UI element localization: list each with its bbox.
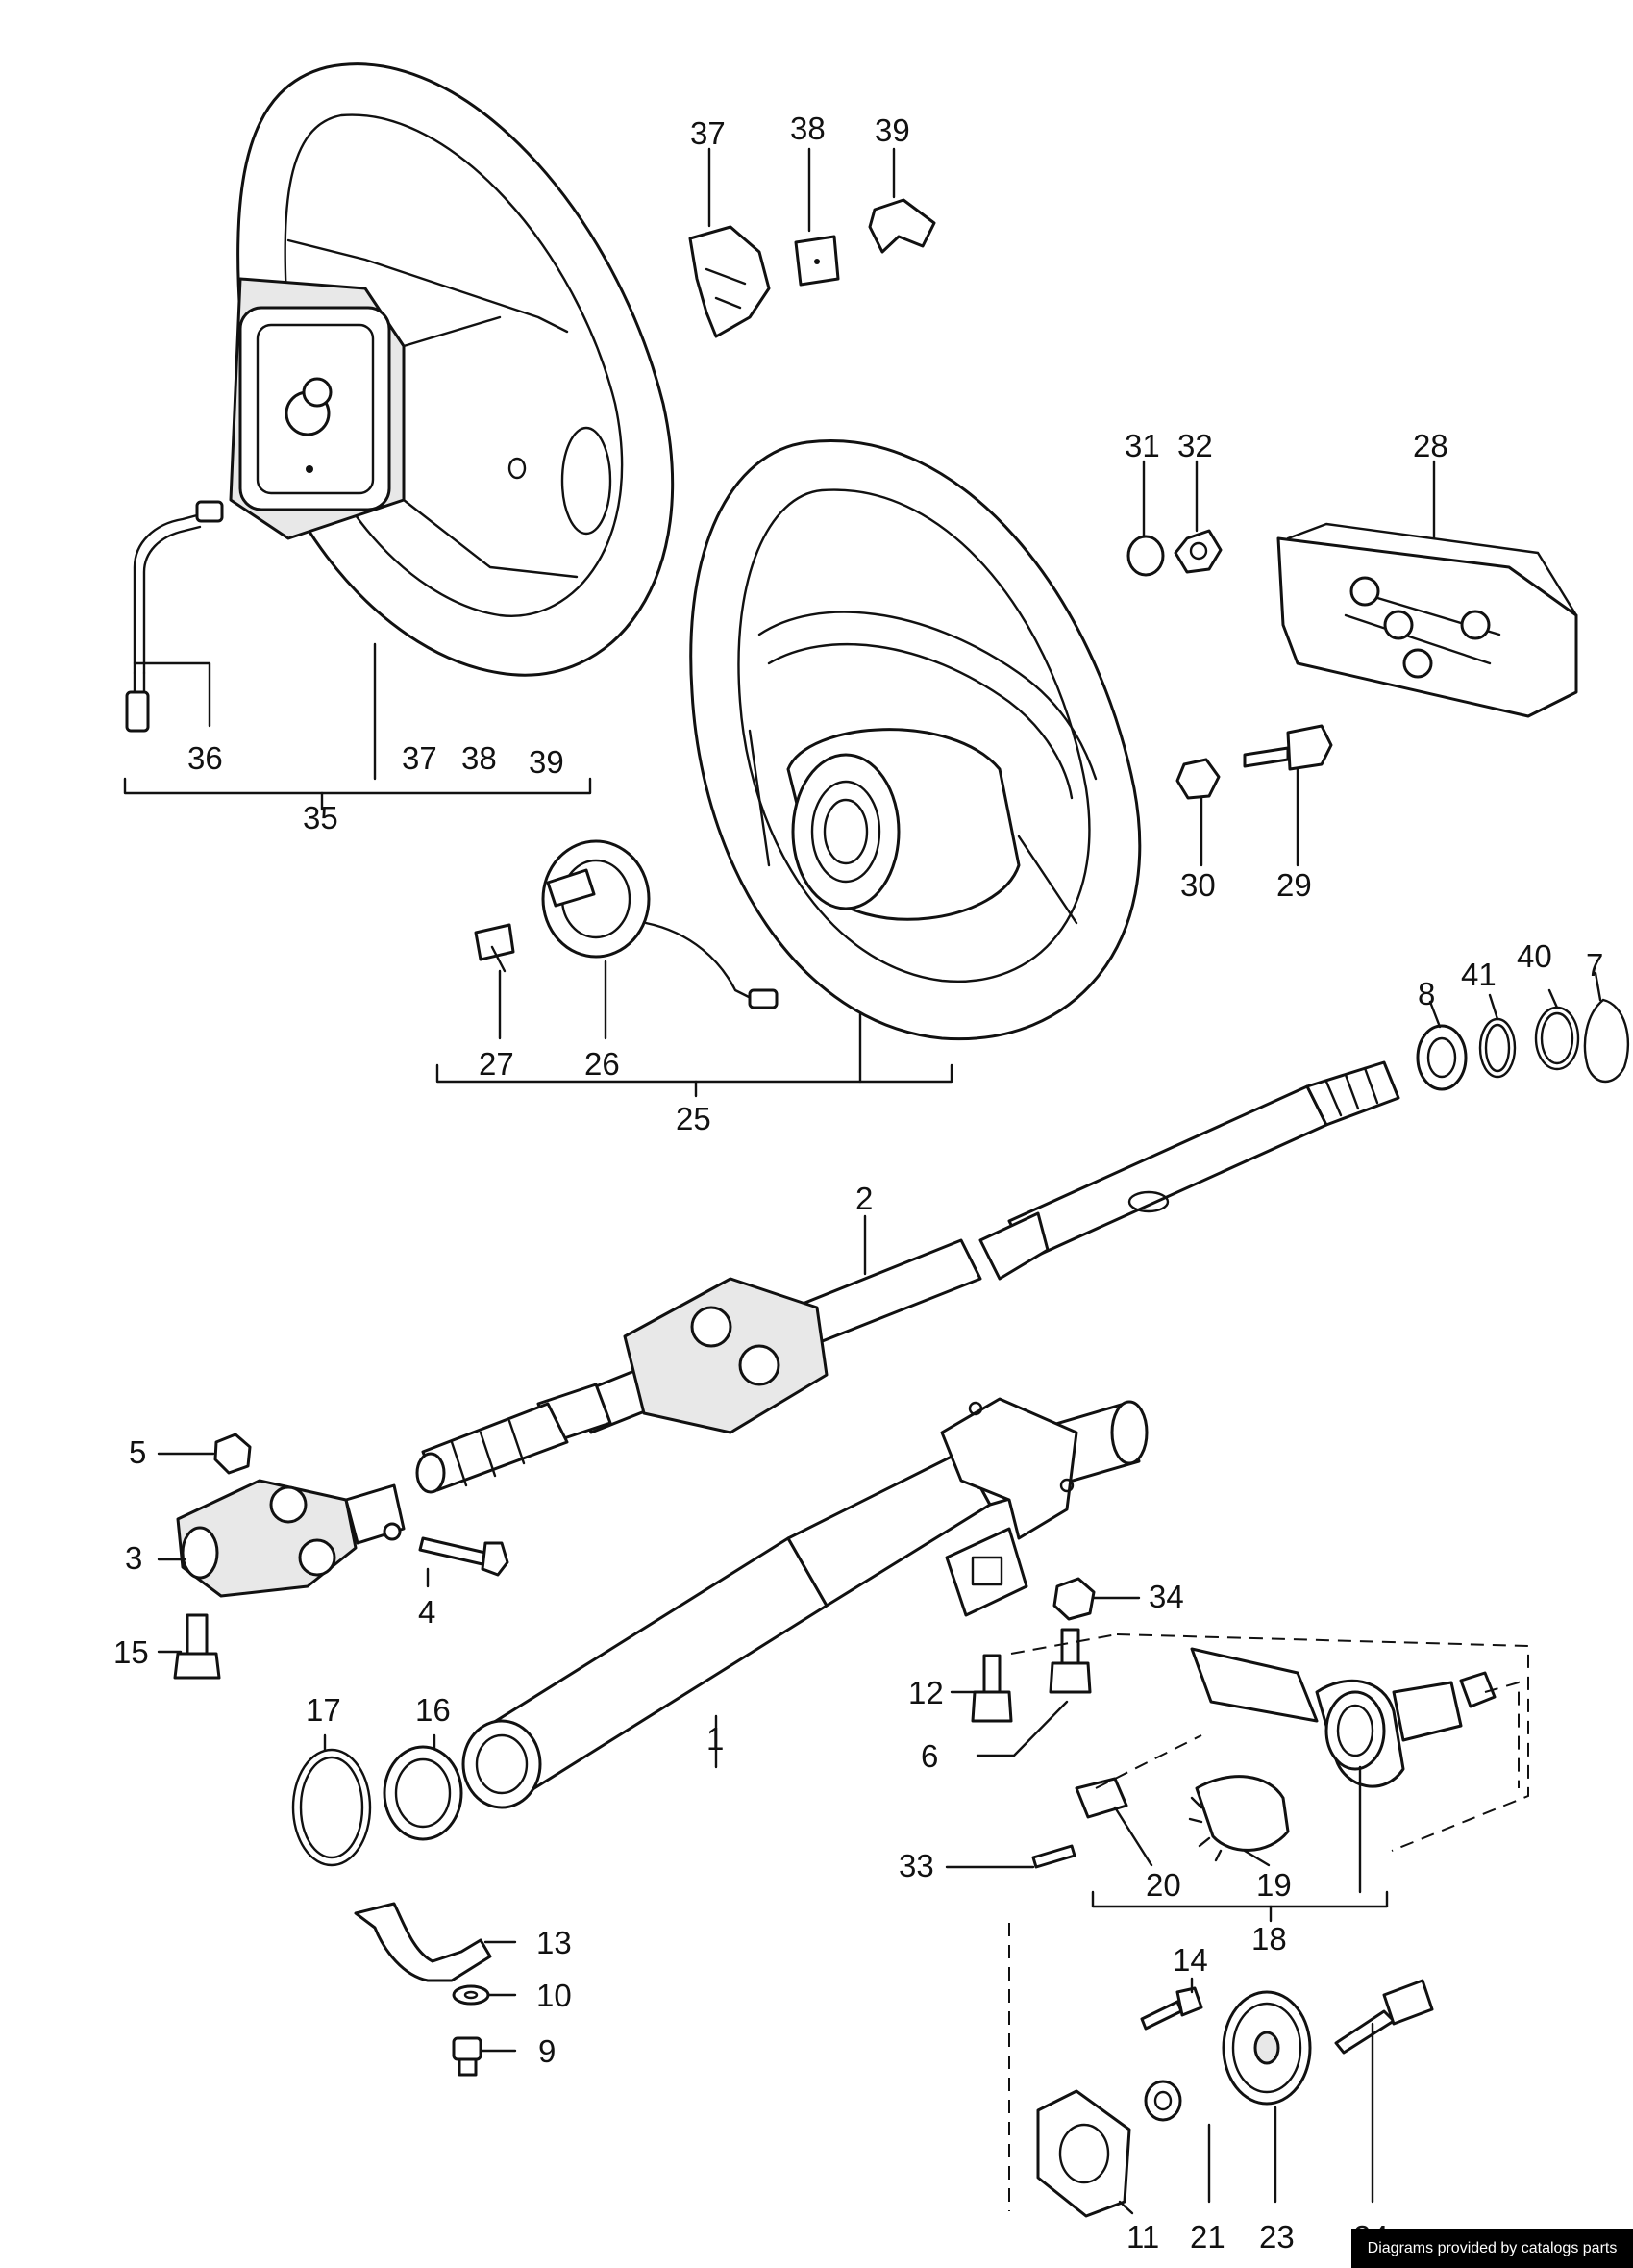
rings-17-16-drawing (291, 1745, 463, 1867)
callout-38-top: 38 (790, 111, 826, 146)
callout-9: 9 (538, 2033, 556, 2069)
callout-35: 35 (303, 800, 338, 835)
universal-joint-3-drawing (176, 1479, 406, 1598)
bolt-15-drawing (173, 1613, 221, 1680)
screw-27-drawing (474, 923, 515, 973)
callout-5: 5 (129, 1434, 146, 1470)
steering-wheel-25-drawing (689, 439, 1142, 1041)
callout-39-group: 39 (529, 744, 564, 780)
callout-38-group: 38 (461, 740, 497, 776)
steering-wheel-35-drawing (229, 62, 675, 677)
callout-11: 11 (1126, 2219, 1159, 2255)
plate-11-drawing (1036, 2089, 1131, 2218)
callout-13: 13 (536, 1925, 572, 1960)
callout-41: 41 (1461, 957, 1497, 992)
callout-12: 12 (908, 1675, 944, 1710)
leader-lines (123, 147, 1602, 2215)
nut-5-drawing (213, 1433, 252, 1475)
horn-pad-28-drawing (1276, 522, 1578, 718)
callout-19: 19 (1256, 1867, 1292, 1903)
callout-21: 21 (1190, 2219, 1225, 2255)
callout-31: 31 (1125, 428, 1160, 463)
nut-34-drawing (1052, 1577, 1096, 1621)
callout-29: 29 (1276, 867, 1312, 903)
callout-3: 3 (125, 1540, 142, 1576)
cap-23-drawing (1222, 1990, 1312, 2106)
bolt-6-drawing (1049, 1628, 1092, 1694)
callout-36: 36 (187, 740, 223, 776)
callout-7: 7 (1586, 947, 1603, 983)
washer-10-drawing (452, 1984, 490, 2006)
callout-26: 26 (584, 1046, 620, 1082)
callout-2: 2 (855, 1181, 873, 1216)
screw-14-drawing (1140, 1986, 1203, 2031)
callout-37-group: 37 (402, 740, 437, 776)
horn-wire-36-drawing (125, 500, 224, 733)
callout-14: 14 (1173, 1942, 1208, 1978)
callout-34: 34 (1149, 1579, 1184, 1614)
steering-shaft-2-drawing (415, 1060, 1400, 1494)
callout-1: 1 (706, 1721, 724, 1757)
callout-33: 33 (899, 1848, 934, 1883)
rings-8-41-40-7-drawing (1416, 998, 1630, 1091)
callout-17: 17 (306, 1692, 341, 1728)
callout-8: 8 (1418, 976, 1435, 1011)
callout-32: 32 (1177, 428, 1213, 463)
steering-lock-18-drawing (1031, 1647, 1497, 1869)
callout-27: 27 (479, 1046, 514, 1082)
callout-18: 18 (1251, 1921, 1287, 1956)
washer-21-drawing (1144, 2080, 1182, 2122)
callout-15: 15 (113, 1634, 149, 1670)
column-tube-1-drawing (461, 1397, 1149, 1809)
callout-30: 30 (1180, 867, 1216, 903)
contact-ring-26-drawing (541, 839, 779, 1009)
bolt-4-drawing (383, 1522, 509, 1577)
parts-37-38-39-drawing (688, 198, 936, 338)
clamp-13-drawing (354, 1902, 492, 1982)
screw-9-drawing (452, 2036, 482, 2077)
dashed-frames (1008, 1633, 1529, 2211)
callout-20: 20 (1146, 1867, 1181, 1903)
bolt-12-drawing (971, 1654, 1013, 1723)
callout-25: 25 (676, 1101, 711, 1136)
callout-6: 6 (921, 1738, 938, 1774)
callout-numbers: 1 2 3 4 5 6 7 8 9 10 11 12 13 14 15 16 1… (113, 111, 1603, 2255)
callout-40: 40 (1517, 938, 1552, 974)
callout-23: 23 (1259, 2219, 1295, 2255)
nuts-31-32-drawing (1126, 529, 1223, 577)
callout-28: 28 (1413, 428, 1448, 463)
key-24-drawing (1334, 1979, 1434, 2055)
diagram-credit-banner: Diagrams provided by catalogs parts (1351, 2229, 1633, 2268)
callout-37-top: 37 (690, 115, 726, 151)
nut-30-bolt-29-drawing (1175, 724, 1333, 800)
callout-16: 16 (415, 1692, 451, 1728)
callout-10: 10 (536, 1978, 572, 2013)
callout-39-top: 39 (875, 112, 910, 148)
callout-4: 4 (418, 1594, 435, 1630)
